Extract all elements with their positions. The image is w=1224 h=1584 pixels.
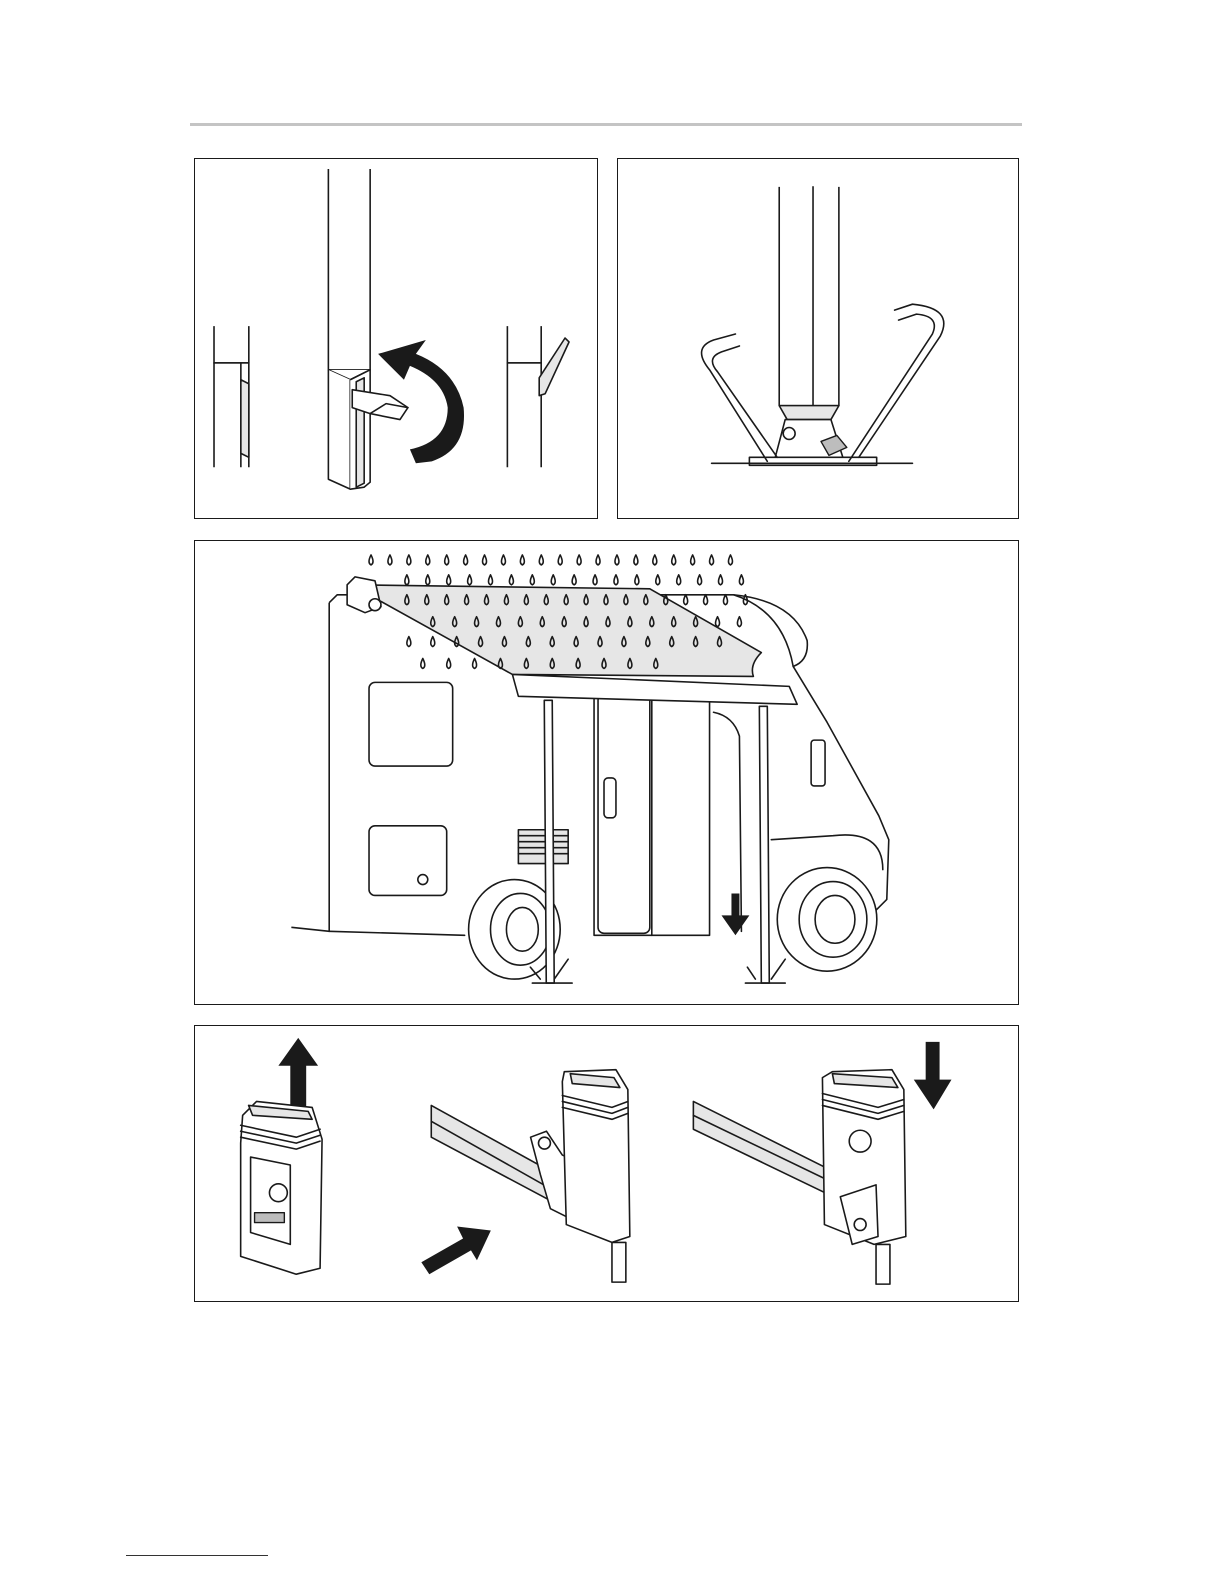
awning-bracket-attach-sequence-illustration [195, 1026, 1018, 1301]
rain-drop [691, 555, 695, 565]
pole-closed-lever [214, 326, 249, 467]
awning-arm-locked [693, 1070, 905, 1284]
rain-drop [421, 658, 425, 668]
figure-bracket-attach-sequence [194, 1025, 1019, 1302]
down-arrow-icon [722, 893, 750, 935]
footnote-rule [126, 1555, 268, 1556]
motorhome-awning-rain-illustration [195, 541, 1018, 1004]
rain-drop [405, 575, 409, 585]
rain-drop [572, 575, 576, 585]
rain-drop [719, 575, 723, 585]
diagonal-arrow-icon [421, 1227, 490, 1275]
rain-drop [501, 555, 505, 565]
pole-lever-open [328, 169, 408, 489]
rain-drop [388, 555, 392, 565]
rain-drop [426, 575, 430, 585]
rain-drop [407, 555, 411, 565]
rain-drop [577, 555, 581, 565]
rain-drop [739, 575, 743, 585]
figure-motorhome-awning-rain [194, 540, 1019, 1005]
rain-drop [464, 555, 468, 565]
rain-drop [596, 555, 600, 565]
rain-drop [520, 555, 524, 565]
rain-drop [653, 555, 657, 565]
rain-drop [635, 575, 639, 585]
rain-drop [614, 575, 618, 585]
rain-drop [489, 575, 493, 585]
rain-drop [710, 555, 714, 565]
rain-drop [672, 555, 676, 565]
rain-drop [634, 555, 638, 565]
bracket-cover-lifted [241, 1101, 322, 1274]
rain-drop [615, 555, 619, 565]
wheel-front-icon [777, 868, 877, 972]
figure-pole-foot-pegs [617, 158, 1019, 519]
rain-drop [551, 575, 555, 585]
pole-foot-ground-pegs-illustration [618, 159, 1018, 518]
rain-drop [447, 575, 451, 585]
rain-drop [593, 575, 597, 585]
rain-drop [530, 575, 534, 585]
rain-drop [468, 575, 472, 585]
rain-drop [539, 555, 543, 565]
rain-drop [677, 575, 681, 585]
rain-drop [698, 575, 702, 585]
rain-drop [558, 555, 562, 565]
pole-foot [749, 187, 876, 465]
rain-drop [445, 555, 449, 565]
rain-drop [656, 575, 660, 585]
rain-drop [509, 575, 513, 585]
pole-closed-lever-right [507, 326, 569, 467]
rain-drop [369, 555, 373, 565]
rain-drop [426, 555, 430, 565]
figure-pole-lever-rotation [194, 158, 598, 519]
ground-peg-right-icon [849, 304, 944, 461]
down-arrow-icon-right [914, 1042, 952, 1110]
pole-lever-rotate-illustration [195, 159, 597, 518]
rain-drop [728, 555, 732, 565]
up-arrow-icon [278, 1038, 318, 1109]
ground-peg-left-icon [702, 334, 778, 461]
rain-drop [483, 555, 487, 565]
header-rule [190, 123, 1022, 126]
